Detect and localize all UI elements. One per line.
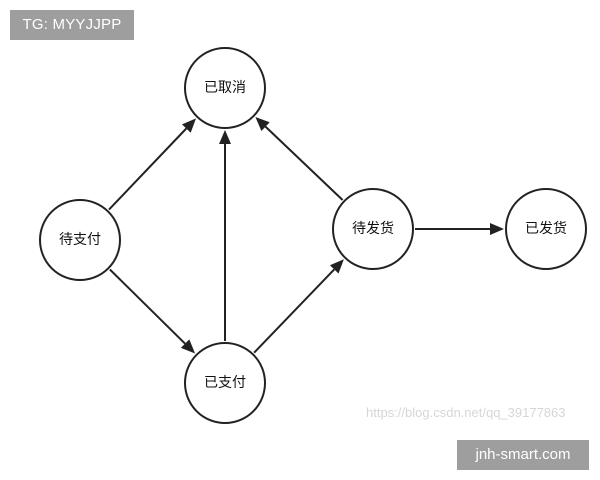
edges-group: [108, 117, 504, 354]
header-tag: TG: MYYJJPP: [10, 10, 134, 40]
node-cancelled-label: 已取消: [204, 80, 246, 96]
footer-tag: jnh-smart.com: [457, 440, 589, 470]
node-cancelled: 已取消: [184, 47, 266, 129]
node-paid-label: 已支付: [204, 375, 246, 391]
arrowhead-paid-to-cancelled: [219, 130, 231, 144]
node-shipped-label: 已发货: [525, 220, 567, 237]
arrowhead-pending_shipment-to-shipped: [490, 223, 504, 235]
edge-pending_shipment-to-cancelled: [264, 125, 344, 201]
node-pending-shipment-circle: [332, 188, 414, 270]
node-cancelled-circle: [184, 47, 266, 129]
node-shipped-circle: [505, 188, 587, 270]
edge-pending_payment-to-cancelled: [108, 127, 188, 211]
node-pending-payment-label: 待支付: [59, 232, 101, 248]
arrowhead-pending_shipment-to-cancelled: [255, 117, 270, 131]
node-pending-payment: 待支付: [39, 199, 121, 281]
node-shipped: 已发货: [505, 188, 587, 270]
edge-pending_payment-to-paid: [109, 268, 186, 345]
node-pending-payment-circle: [39, 199, 121, 281]
node-pending-shipment: 待发货: [332, 188, 414, 270]
node-paid-circle: [184, 342, 266, 424]
node-pending-shipment-label: 待发货: [352, 220, 394, 237]
watermark-text: https://blog.csdn.net/qq_39177863: [366, 405, 566, 420]
arrowhead-pending_payment-to-paid: [180, 339, 196, 354]
edge-paid-to-pending_shipment: [253, 268, 335, 354]
node-paid: 已支付: [184, 342, 266, 424]
arrowhead-paid-to-pending_shipment: [329, 259, 344, 274]
arrowhead-pending_payment-to-cancelled: [182, 118, 196, 133]
